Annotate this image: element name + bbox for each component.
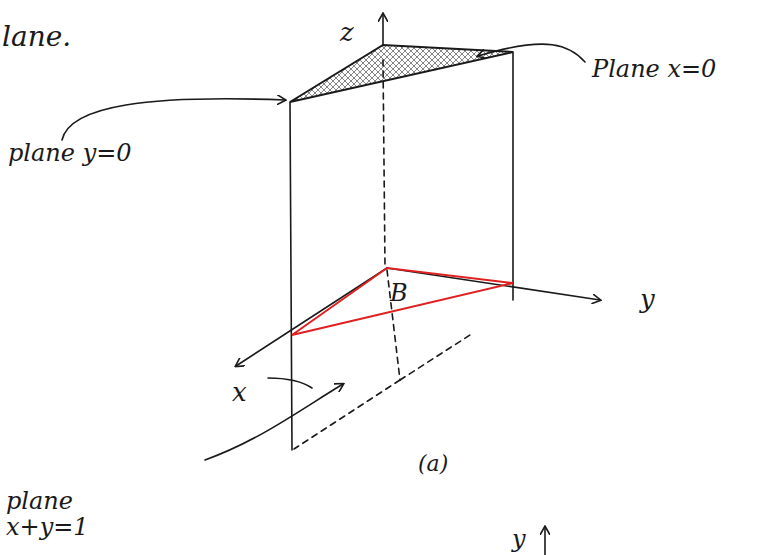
axis-label: y bbox=[512, 526, 526, 552]
axis-label: y bbox=[640, 285, 655, 314]
axis-label: z bbox=[340, 18, 354, 47]
note-text: lane. bbox=[2, 22, 71, 53]
figure-label: (a) bbox=[418, 452, 448, 476]
axis-label: x bbox=[232, 378, 247, 407]
plane-label: plane x+y=1 bbox=[6, 488, 156, 541]
region-label: B bbox=[390, 280, 408, 306]
plane-label: Plane x=0 bbox=[592, 56, 716, 82]
plane-label: plane y=0 bbox=[8, 140, 132, 166]
